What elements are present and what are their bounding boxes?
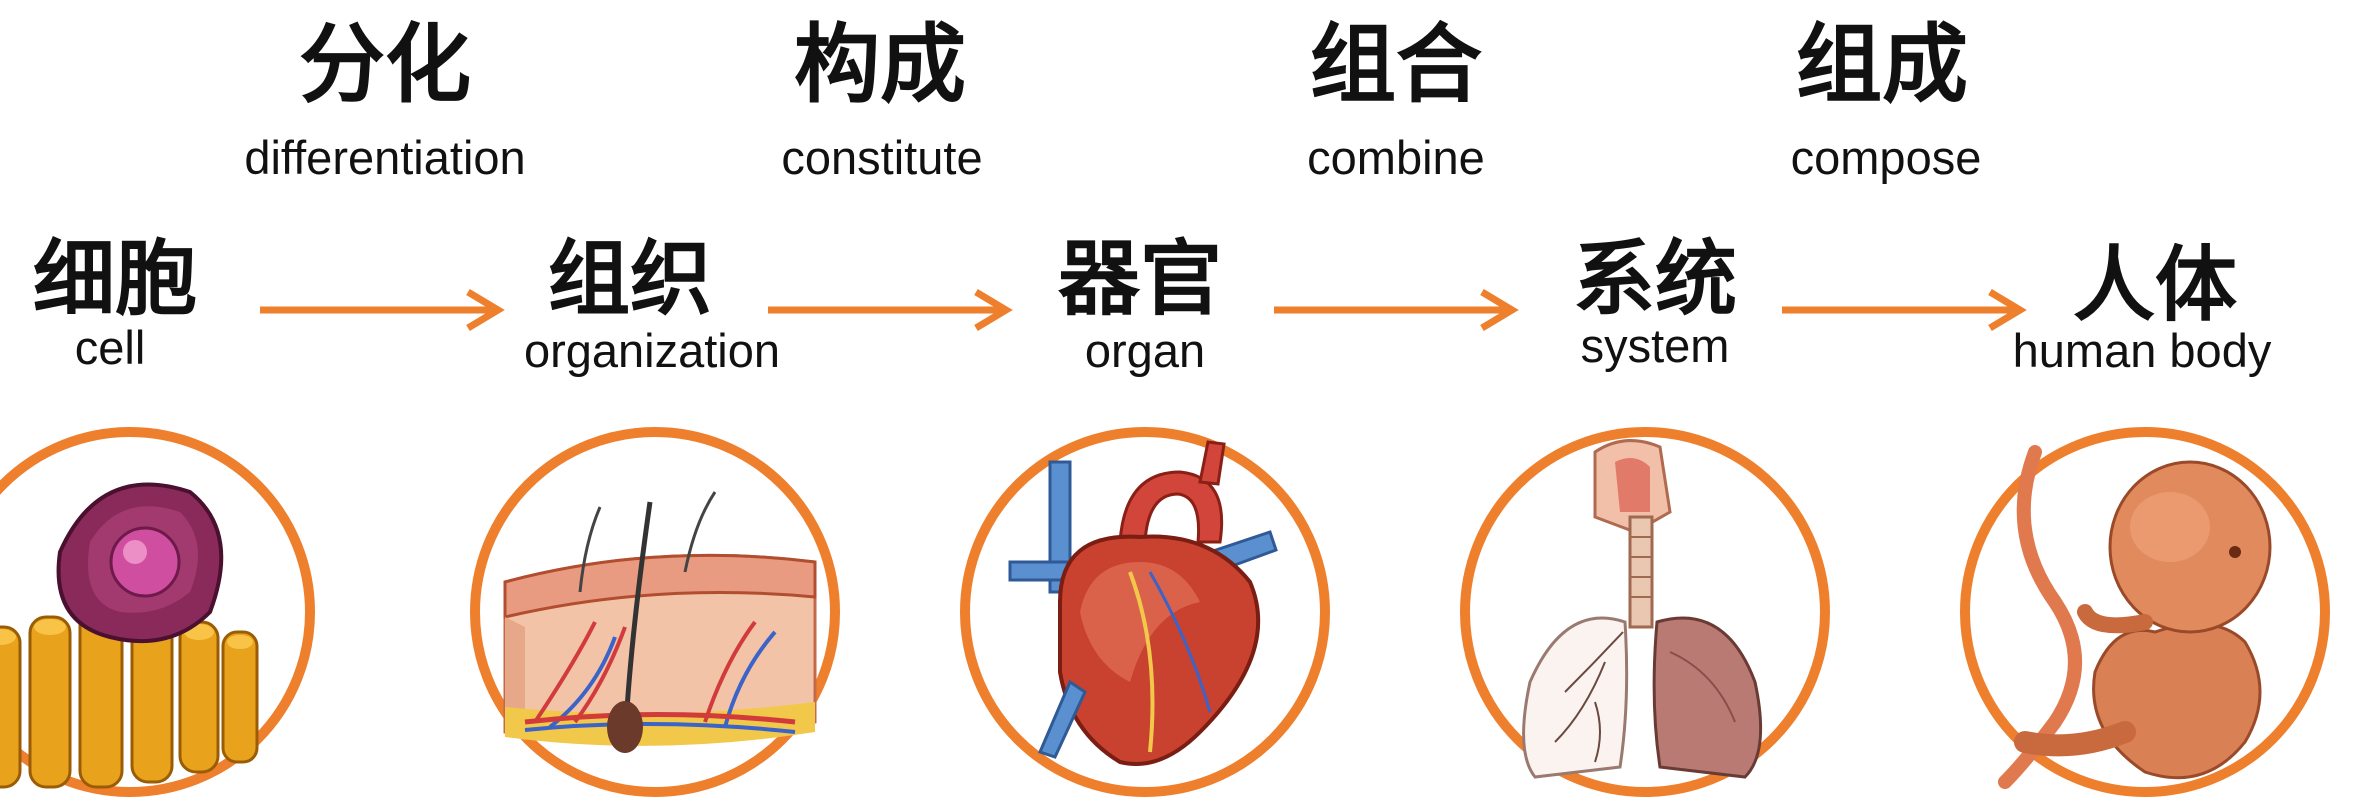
relation-label-cn: 组合 (1236, 22, 1556, 108)
node-label-cn: 细胞 (0, 238, 275, 320)
relation-label-en: constitute (672, 134, 1092, 181)
node-label-en: human body (1932, 327, 2352, 374)
flow-arrow (768, 290, 1018, 330)
relation-label-cn: 组成 (1722, 22, 2042, 108)
relation-label-en: combine (1186, 134, 1606, 181)
flow-arrow (260, 290, 510, 330)
node-label-cn: 器官 (980, 238, 1300, 320)
respiratory-system-illustration (1445, 422, 1855, 812)
relation-label-cn: 构成 (720, 22, 1040, 108)
heart-illustration (950, 422, 1360, 812)
fetus-illustration (1945, 422, 2354, 812)
cell-illustration (0, 422, 350, 812)
relation-label-cn: 分化 (225, 22, 545, 108)
node-label-en: organization (442, 327, 862, 374)
flow-arrow (1782, 290, 2032, 330)
relation-label-en: differentiation (175, 134, 595, 181)
node-label-cn: 组织 (470, 238, 790, 320)
flow-arrow (1274, 290, 1524, 330)
node-label-en: organ (935, 327, 1355, 374)
node-label-cn: 人体 (1995, 244, 2315, 326)
skin-tissue-illustration (455, 422, 865, 812)
node-label-cn: 系统 (1495, 238, 1815, 320)
relation-label-en: compose (1676, 134, 2096, 181)
node-label-en: cell (0, 324, 320, 371)
